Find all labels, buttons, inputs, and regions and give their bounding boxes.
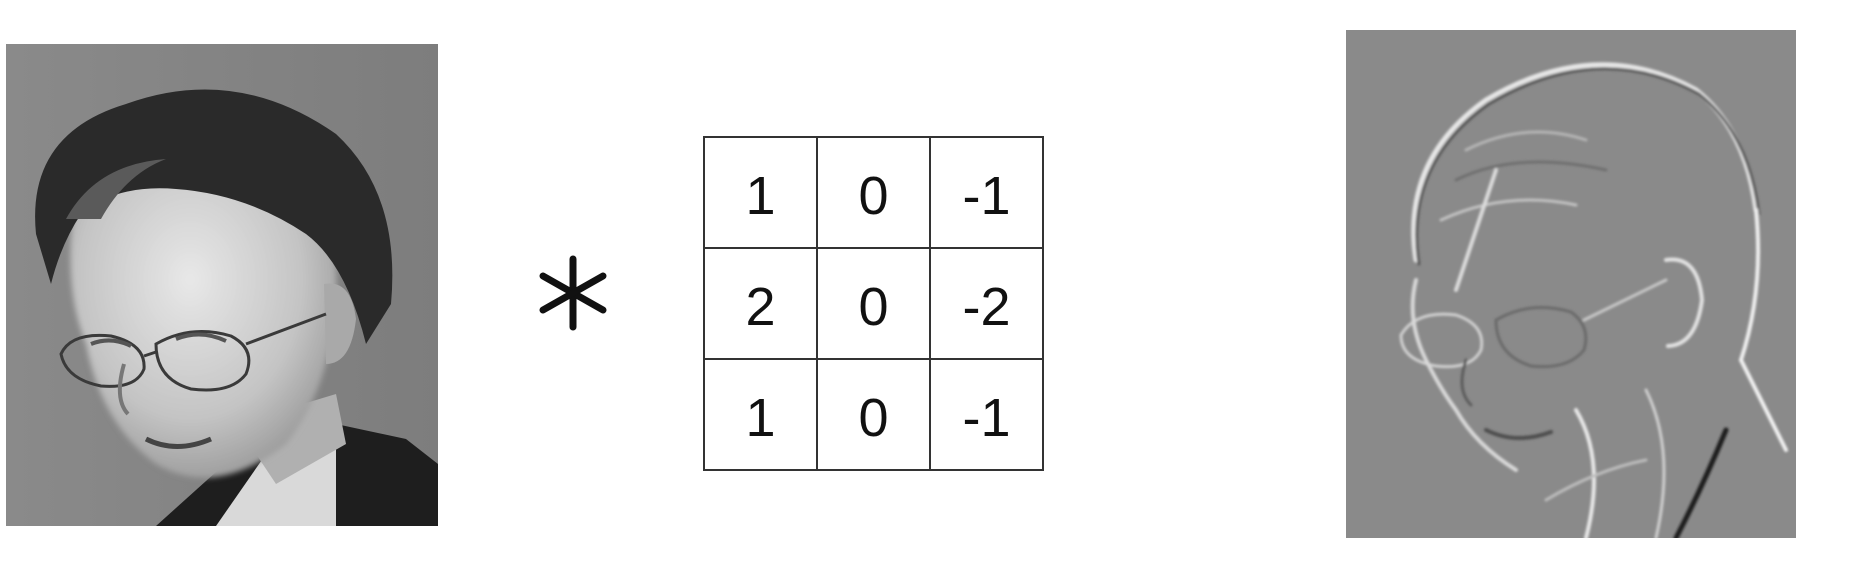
convolution-operator: * [528, 238, 618, 348]
kernel-cell: 0 [816, 136, 931, 249]
kernel-row: 1 0 -1 [703, 136, 1044, 249]
kernel-cell: -2 [929, 247, 1044, 360]
kernel-row: 2 0 -2 [703, 247, 1044, 360]
kernel-cell: 1 [703, 358, 818, 471]
asterisk-icon [539, 255, 607, 331]
kernel-row: 1 0 -1 [703, 358, 1044, 471]
kernel-cell: 1 [703, 136, 818, 249]
kernel-cell: 2 [703, 247, 818, 360]
kernel-matrix: 1 0 -1 2 0 -2 1 0 -1 [703, 136, 1044, 471]
kernel-cell: 0 [816, 358, 931, 471]
kernel-cell: -1 [929, 358, 1044, 471]
input-image [6, 44, 438, 526]
kernel-cell: -1 [929, 136, 1044, 249]
output-image [1346, 30, 1796, 538]
kernel-cell: 0 [816, 247, 931, 360]
